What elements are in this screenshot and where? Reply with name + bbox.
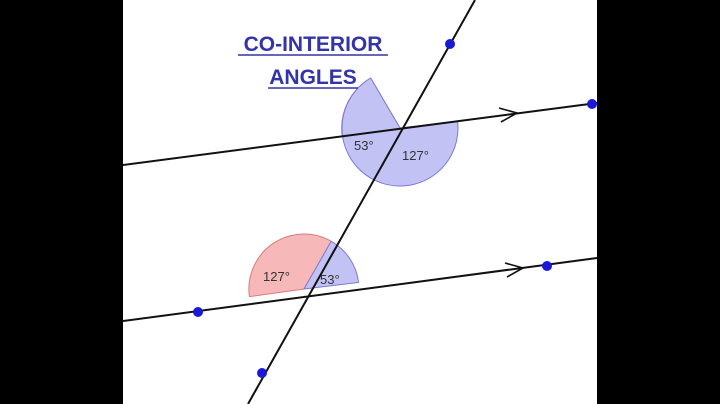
title-line-1: CO-INTERIOR bbox=[244, 33, 383, 56]
title-line-2: ANGLES bbox=[269, 66, 357, 89]
diagram-panel bbox=[123, 0, 597, 404]
point-top-line-end bbox=[587, 99, 597, 109]
transversal-line bbox=[247, 0, 476, 404]
parallel-arrow-bottom-icon bbox=[504, 262, 526, 278]
point-transversal-top bbox=[445, 39, 455, 49]
angle-label-top-right: 127° bbox=[402, 148, 429, 163]
point-transversal-bottom bbox=[257, 368, 267, 378]
angle-label-bottom-right: 53° bbox=[320, 272, 340, 287]
angle-sector-bottom-left bbox=[248, 233, 332, 298]
angle-label-top-left: 53° bbox=[354, 138, 374, 153]
point-bottom-line-right bbox=[542, 261, 552, 271]
point-bottom-line-left bbox=[193, 307, 203, 317]
angle-sector-bottom-right bbox=[303, 240, 360, 290]
angle-label-bottom-left: 127° bbox=[263, 269, 290, 284]
parallel-arrow-top-icon bbox=[498, 107, 520, 123]
